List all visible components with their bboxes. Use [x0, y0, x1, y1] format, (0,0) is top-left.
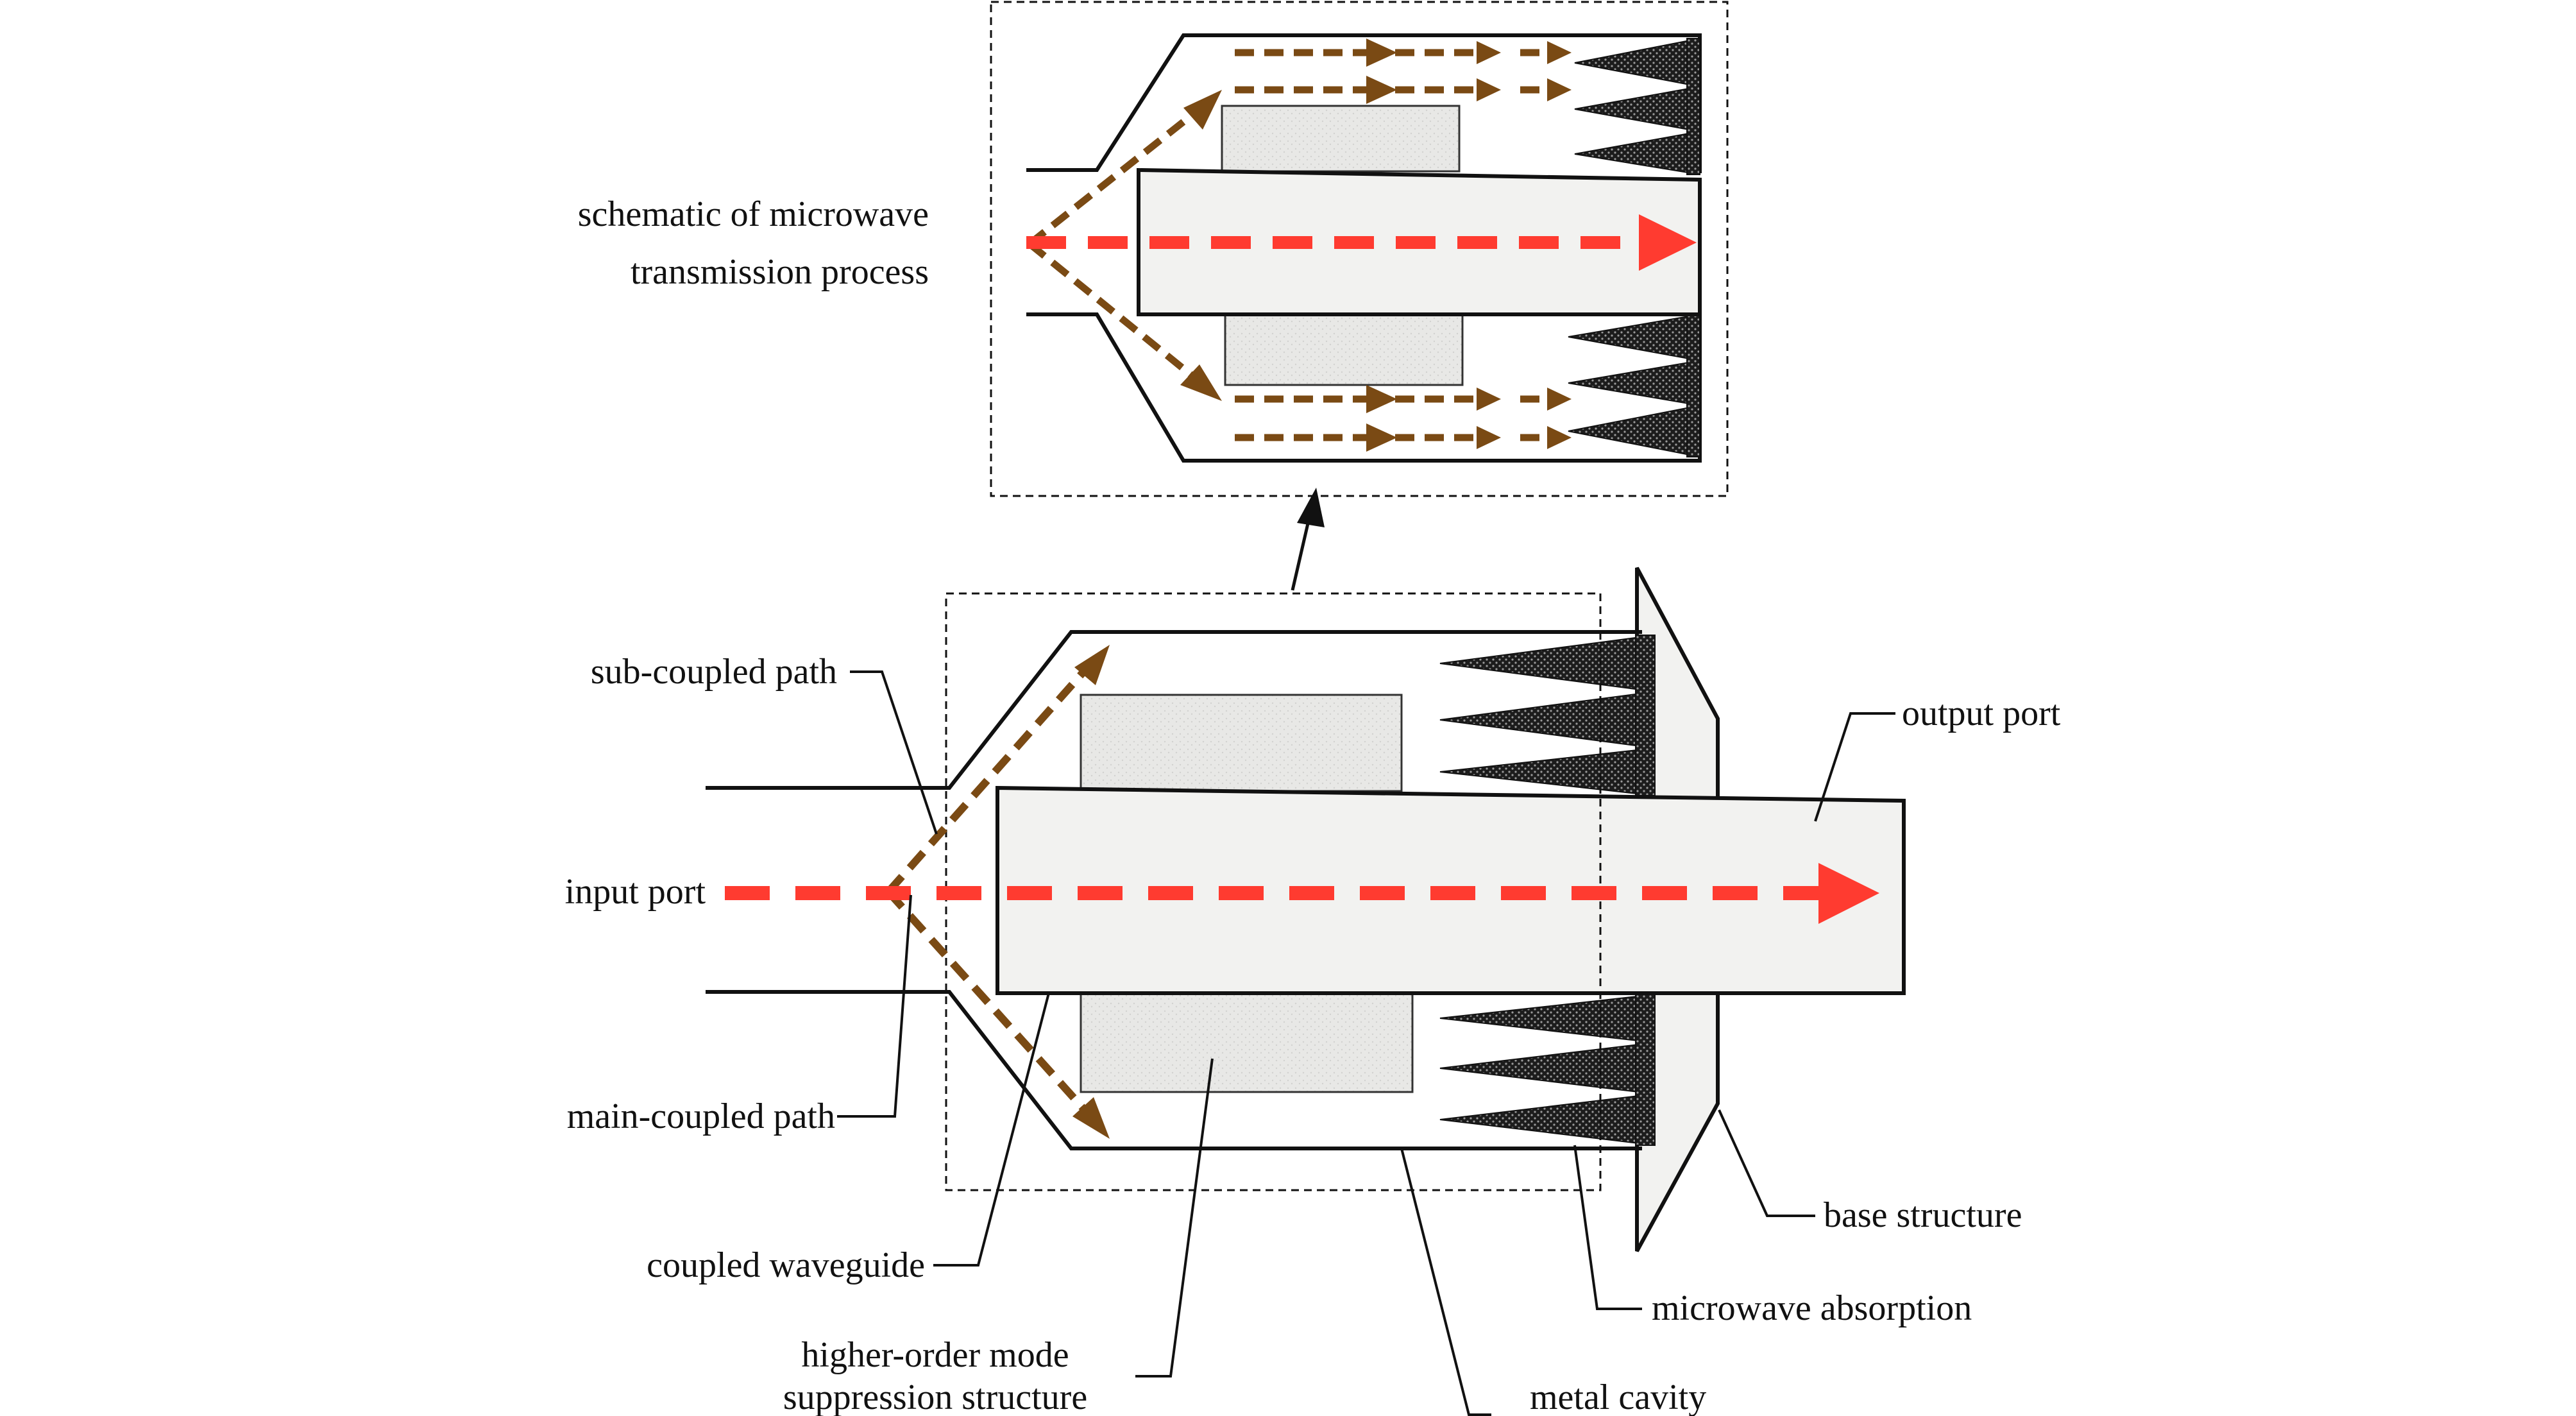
leader-sub-coupled [850, 670, 938, 835]
inset-hom-block-bottom [1224, 312, 1464, 386]
labels: schematic of microwave transmission proc… [565, 194, 2061, 1416]
leader-base-structure [1718, 1109, 1815, 1217]
inset-coupled-paths [1027, 49, 1549, 441]
inset-absorber-bottom [1568, 313, 1700, 458]
label-schematic-line2: transmission process [631, 252, 929, 292]
sub-coupled-arrowhead [1074, 645, 1110, 685]
inset-main-arrowhead [1639, 214, 1697, 271]
inset-hom-block-top [1221, 105, 1461, 173]
leader-output-port [1814, 712, 1895, 822]
hom-block-bottom [1080, 993, 1414, 1093]
zoom-arrowhead [1297, 488, 1325, 527]
leader-microwave-absorption [1573, 1145, 1642, 1310]
label-hom-line2: suppression structure [783, 1378, 1087, 1416]
label-schematic-line1: schematic of microwave [578, 194, 929, 234]
main-path-arrowhead [1818, 863, 1879, 924]
label-sub-coupled-path: sub-coupled path [591, 652, 837, 692]
label-coupled-waveguide: coupled waveguide [647, 1245, 925, 1285]
leader-hom [1135, 1058, 1214, 1378]
absorber-bottom [1439, 993, 1656, 1147]
inset-diagram [990, 1, 1729, 497]
hom-block-top [1080, 694, 1403, 792]
label-input-port: input port [565, 872, 706, 912]
leader-coupled-waveguide [933, 993, 1050, 1267]
inset-absorber-top [1574, 37, 1700, 176]
label-hom-line1: higher-order mode [801, 1335, 1069, 1375]
metal-cavity-outline [706, 630, 1642, 790]
inset-frame [990, 1, 1729, 497]
label-microwave-absorption: microwave absorption [1652, 1288, 1972, 1328]
main-diagram [706, 488, 1906, 1252]
leader-metal-cavity [1400, 1148, 1491, 1416]
label-main-coupled-path: main-coupled path [567, 1096, 835, 1136]
metal-cavity-outline-bottom [706, 990, 1642, 1150]
label-base-structure: base structure [1824, 1195, 2022, 1235]
label-output-port: output port [1902, 694, 2061, 733]
inset-coupled-arrowheads [1180, 38, 1572, 452]
label-metal-cavity: metal cavity [1530, 1378, 1706, 1416]
coupled-paths [885, 661, 1094, 1120]
main-coupled-arrowhead [1072, 1097, 1110, 1139]
leader-lines [837, 670, 1895, 1416]
absorber-top [1439, 634, 1656, 797]
leader-main-coupled [837, 894, 912, 1118]
